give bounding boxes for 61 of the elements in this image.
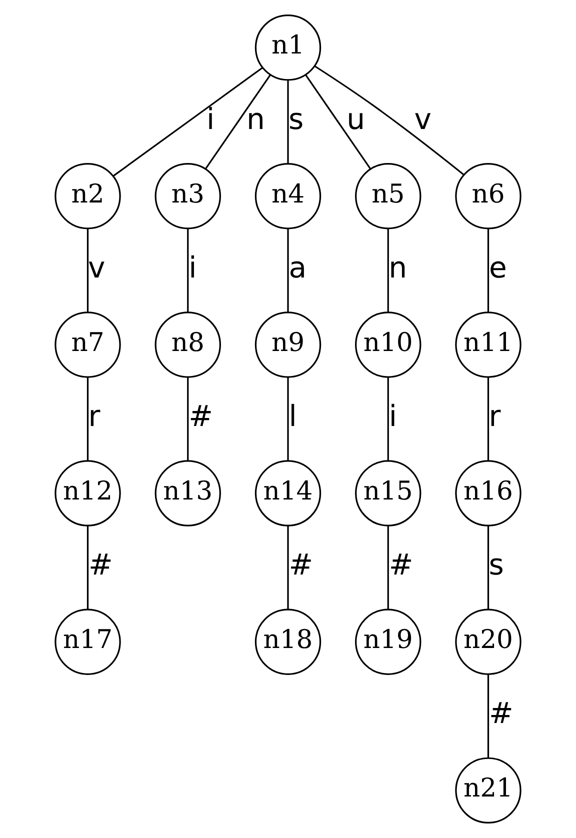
edge-label: # <box>388 548 414 582</box>
connector <box>187 228 189 312</box>
edge-label: # <box>188 399 213 434</box>
edge-label: # <box>488 696 514 730</box>
connector <box>387 377 389 461</box>
edge-label: n <box>388 250 408 285</box>
connector <box>387 228 389 312</box>
connector <box>487 674 490 758</box>
edge-label: r <box>88 399 100 434</box>
edge-label: a <box>288 250 307 285</box>
connector <box>314 65 464 176</box>
node-circle: n2 <box>54 163 121 230</box>
connector <box>287 80 289 164</box>
node-circle: n20 <box>455 608 522 675</box>
connector <box>487 377 490 461</box>
node-circle: n17 <box>54 608 121 675</box>
edge-label: i <box>188 250 197 285</box>
node-circle: n10 <box>355 312 422 378</box>
connector <box>86 526 89 610</box>
node-circle: n5 <box>355 163 422 230</box>
edge-label: s <box>288 102 304 136</box>
connector <box>204 74 271 170</box>
node-circle: n21 <box>455 757 522 824</box>
node-circle: n13 <box>154 460 221 526</box>
node-circle: n6 <box>455 163 522 230</box>
connector <box>113 66 264 176</box>
node-circle: n15 <box>355 460 422 526</box>
connector <box>287 377 289 461</box>
node-circle: n18 <box>254 608 322 675</box>
edge-label: # <box>88 548 113 582</box>
node-circle: n9 <box>254 312 322 378</box>
connector <box>187 377 189 461</box>
edge-label: u <box>346 102 366 136</box>
node-circle: n14 <box>254 460 322 526</box>
edge-label: # <box>288 548 314 582</box>
connector <box>487 228 490 312</box>
edge-label: i <box>206 102 215 136</box>
connector <box>86 377 89 461</box>
edge-label: r <box>488 399 501 434</box>
edge-label: e <box>488 250 507 285</box>
edge-label: i <box>388 399 398 434</box>
node-circle: n8 <box>154 312 221 378</box>
node-circle: n19 <box>355 608 422 675</box>
node-circle: n3 <box>154 163 221 230</box>
edge-label: v <box>414 102 432 136</box>
connector <box>287 228 289 312</box>
edge-label: s <box>488 548 504 582</box>
connector <box>287 526 289 610</box>
node-circle: n1 <box>254 14 322 81</box>
connector <box>487 526 490 610</box>
edge-label: v <box>88 250 106 285</box>
node-circle: n12 <box>54 460 121 526</box>
edge-label: n <box>246 102 265 136</box>
node-circle: n11 <box>455 312 522 378</box>
connector <box>387 526 389 610</box>
node-circle: n16 <box>455 460 522 526</box>
node-circle: n7 <box>54 312 121 378</box>
connector <box>305 74 372 170</box>
node-circle: n4 <box>254 163 322 230</box>
edge-label: l <box>288 399 297 434</box>
connector <box>86 228 89 312</box>
